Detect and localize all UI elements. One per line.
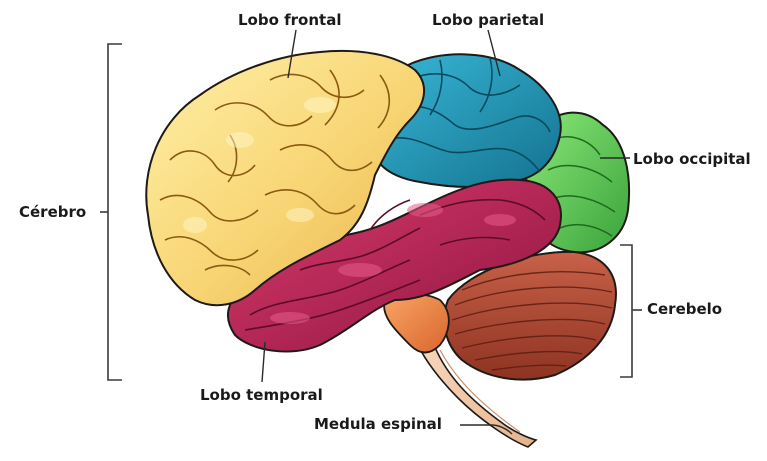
label-cerebelo: Cerebelo [647,300,722,318]
label-lobo-occipital: Lobo occipital [633,150,751,168]
brainstem [384,294,449,353]
label-lobo-frontal: Lobo frontal [238,11,341,29]
cerebro-bracket [100,44,122,380]
label-medula-espinal: Medula espinal [314,415,442,433]
label-lobo-parietal: Lobo parietal [432,11,544,29]
label-lobo-temporal: Lobo temporal [200,386,323,404]
label-cerebro: Cérebro [19,203,86,221]
cerebelo-bracket [620,245,642,377]
